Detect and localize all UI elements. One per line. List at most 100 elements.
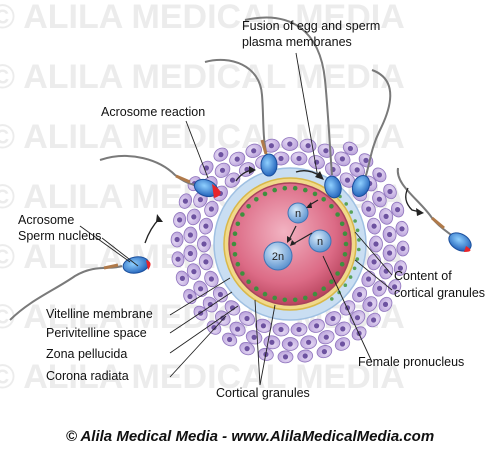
leader-lines [79, 52, 393, 386]
egg-cell [228, 182, 352, 306]
sperm-nucleus-label: Sperm nucleus [18, 229, 101, 243]
corona-cell [281, 137, 299, 151]
corona-cell [171, 251, 185, 268]
perivitelline-space-label: Perivitelline space [46, 326, 147, 340]
female-pronucleus: n [308, 229, 332, 253]
movement-arrowheads [156, 166, 424, 222]
copyright-footer: © Alila Medical Media - www.AlilaMedical… [0, 424, 500, 450]
corona-cell [175, 270, 189, 287]
watermark-row: © ALILA MEDICAL MEDIA [0, 58, 405, 96]
corona-cell [352, 286, 368, 303]
corona-cell [198, 217, 213, 235]
corona-radiata-label: Corona radiata [46, 369, 129, 383]
corona-cell [372, 280, 387, 297]
corona-cell [277, 350, 294, 364]
cortical-granule [246, 279, 251, 285]
cortical-granule [253, 197, 259, 202]
corona-cell [238, 311, 256, 326]
corona-cell [290, 322, 308, 337]
corona-cell [318, 330, 335, 345]
content-label-line2: cortical granules [394, 286, 485, 300]
corona-cell [339, 172, 356, 188]
sperm-pronucleus-label: n [295, 208, 301, 220]
cortical-granule [235, 261, 241, 267]
corona-cell [183, 288, 197, 305]
corona-cell [297, 349, 314, 363]
corona-cell [379, 208, 394, 225]
cortical-granule [246, 204, 251, 209]
corona-cell [263, 335, 281, 350]
corona-cell [212, 286, 228, 303]
cortical-granule [303, 295, 308, 301]
corona-cell [245, 143, 262, 158]
cortical-granule [329, 279, 334, 285]
corona-cell [366, 312, 381, 328]
diploid-nucleus: 2n [263, 241, 293, 271]
cortical-granule [342, 231, 348, 236]
cortical-granule [253, 286, 259, 292]
released-granule-content [349, 210, 354, 214]
watermark-row: © ALILA MEDICAL MEDIA [0, 0, 405, 36]
corona-cell [281, 337, 299, 351]
cortical-granules-label: Cortical granules [216, 386, 310, 400]
cortical-granule [262, 191, 268, 197]
cortical-granule [335, 271, 340, 276]
corona-cell [396, 240, 410, 257]
labels: Fusion of egg and sperm plasma membranes… [18, 19, 485, 400]
corona-cell [183, 226, 198, 244]
corona-cell [178, 193, 193, 209]
released-granule-content [353, 219, 357, 223]
cortical-granule [339, 261, 345, 267]
corona-cell [308, 318, 325, 333]
cortical-granule [329, 204, 334, 209]
corona-cell [391, 201, 405, 218]
corona-cell [204, 200, 219, 218]
cortical-granule [232, 252, 238, 257]
cortical-granule [339, 221, 345, 227]
released-granule-content [357, 238, 361, 242]
cortical-granule [272, 295, 278, 301]
corona-cell [367, 217, 382, 235]
corona-cell [324, 311, 342, 326]
cortical-granule [321, 286, 327, 292]
corona-cell [349, 310, 366, 326]
cortical-granule [232, 231, 238, 236]
corona-cell [372, 167, 387, 183]
acrosome-cap [146, 260, 151, 270]
corona-cell [372, 191, 387, 208]
vitelline-membrane-label: Vitelline membrane [46, 307, 153, 321]
female-pronucleus-text: Female pronucleus [358, 355, 464, 369]
corona-cell [170, 231, 184, 248]
cortical-granule [240, 212, 245, 217]
released-granule-content [355, 228, 360, 233]
released-granule-content [357, 247, 361, 252]
corona-cell [342, 141, 358, 156]
cortical-granule [335, 212, 340, 217]
corona-cell [383, 183, 397, 200]
cortical-granules [231, 185, 361, 303]
corona-cell [186, 263, 201, 280]
corona-cell [334, 151, 351, 167]
released-granule-content [355, 257, 360, 261]
cortical-granule [343, 241, 349, 247]
corona-cell [214, 162, 231, 178]
corona-cell [382, 226, 397, 243]
corona-cell [387, 279, 402, 295]
female-pronucleus-label: n [317, 236, 323, 248]
cortical-granule [231, 241, 237, 247]
cortical-granule [292, 297, 298, 303]
fusion-label-line1: Fusion of egg and sperm [242, 19, 380, 33]
cortical-granule [312, 291, 318, 297]
cortical-granule [303, 187, 308, 193]
cortical-granule [282, 185, 288, 191]
acrosome-label: Acrosome [18, 213, 74, 227]
cortical-granule [321, 197, 327, 202]
corona-cell [193, 280, 208, 297]
sperm-pronucleus: n [287, 202, 309, 224]
corona-cell [206, 320, 222, 335]
corona-cell [300, 335, 317, 350]
corona-cell [316, 345, 333, 359]
corona-cell [198, 253, 213, 271]
cortical-granule [282, 297, 288, 303]
corona-cell [378, 296, 393, 312]
